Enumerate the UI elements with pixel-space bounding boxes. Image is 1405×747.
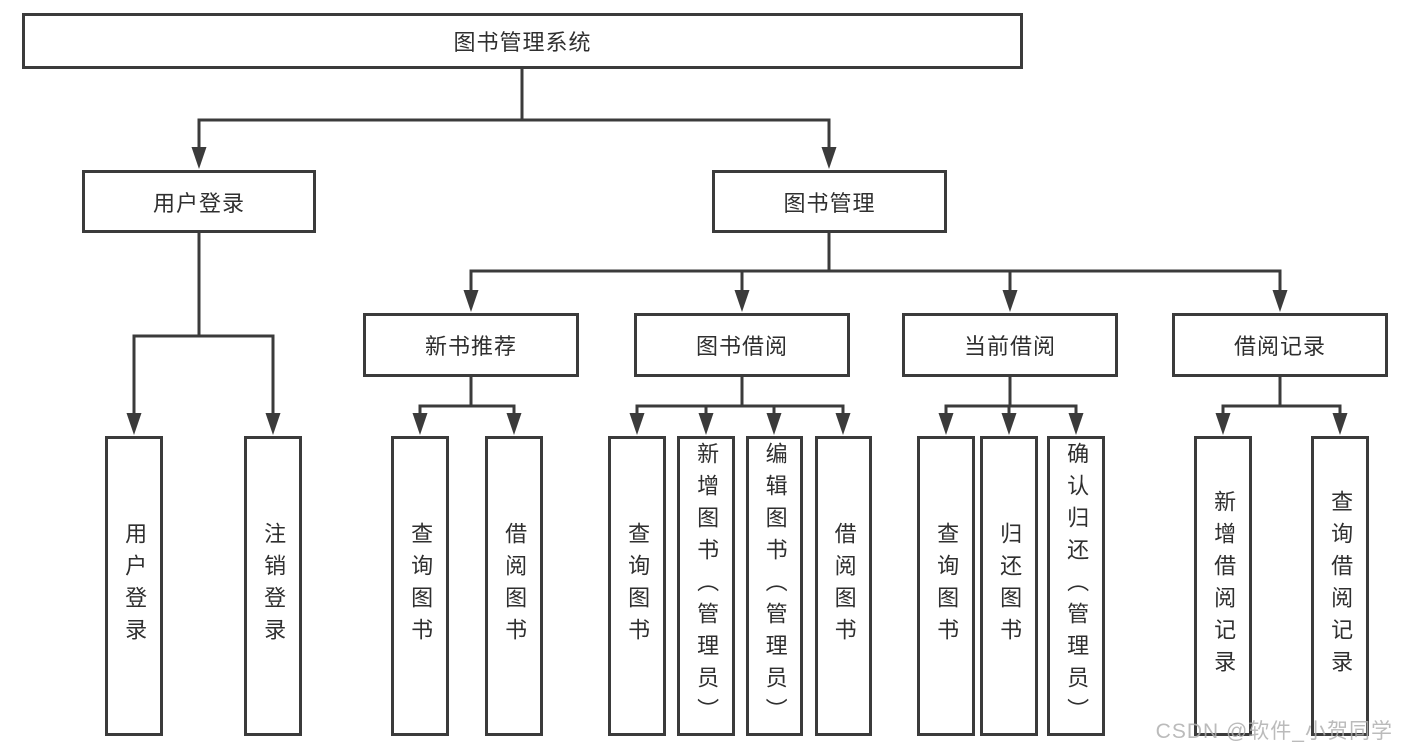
node-root-label: 图书管理系统 (453, 30, 592, 55)
node-current-borrowing: 当前借阅 (902, 313, 1118, 377)
leaf-edit-books-admin-label: 编辑图书（管理员） (762, 442, 788, 730)
node-borrowing-records: 借阅记录 (1172, 313, 1388, 377)
leaf-logout: 注销登录 (244, 436, 302, 736)
leaf-query-books-current-label: 查询图书 (934, 522, 960, 650)
leaf-query-books-current: 查询图书 (917, 436, 975, 736)
csdn-watermark: CSDN @软件_小贺同学 (1155, 720, 1393, 743)
leaf-borrow-books-borrowing: 借阅图书 (815, 436, 872, 736)
leaf-add-books-admin-label: 新增图书（管理员） (694, 442, 720, 730)
leaf-confirm-return-admin-label: 确认归还（管理员） (1064, 442, 1090, 730)
leaf-add-books-admin: 新增图书（管理员） (677, 436, 735, 736)
leaf-add-borrow-record-label: 新增借阅记录 (1211, 490, 1237, 682)
leaf-query-books-recommend-label: 查询图书 (408, 522, 434, 650)
node-book-borrowing-label: 图书借阅 (695, 334, 788, 359)
node-new-book-recommend-label: 新书推荐 (424, 334, 517, 359)
leaf-user-login-label: 用户登录 (122, 522, 148, 650)
leaf-add-borrow-record: 新增借阅记录 (1194, 436, 1252, 736)
leaf-return-books: 归还图书 (980, 436, 1038, 736)
node-root: 图书管理系统 (22, 13, 1023, 69)
leaf-logout-label: 注销登录 (261, 522, 287, 650)
leaf-confirm-return-admin: 确认归还（管理员） (1047, 436, 1105, 736)
leaf-edit-books-admin: 编辑图书（管理员） (746, 436, 803, 736)
leaf-borrow-books-borrowing-label: 借阅图书 (831, 522, 857, 650)
leaf-query-books-borrowing: 查询图书 (608, 436, 666, 736)
leaf-query-books-recommend: 查询图书 (391, 436, 449, 736)
node-new-book-recommend: 新书推荐 (363, 313, 579, 377)
leaf-query-books-borrowing-label: 查询图书 (625, 522, 651, 650)
leaf-borrow-books-recommend: 借阅图书 (485, 436, 543, 736)
node-borrowing-records-label: 借阅记录 (1233, 334, 1326, 359)
leaf-query-borrow-record: 查询借阅记录 (1311, 436, 1369, 736)
node-user-login-label: 用户登录 (152, 190, 245, 216)
leaf-return-books-label: 归还图书 (997, 522, 1023, 650)
node-user-login: 用户登录 (82, 170, 316, 233)
leaf-query-borrow-record-label: 查询借阅记录 (1328, 490, 1354, 682)
node-book-management-label: 图书管理 (783, 190, 876, 216)
leaf-user-login: 用户登录 (105, 436, 163, 736)
leaf-borrow-books-recommend-label: 借阅图书 (502, 522, 528, 650)
node-book-borrowing: 图书借阅 (634, 313, 850, 377)
node-book-management: 图书管理 (712, 170, 947, 233)
node-current-borrowing-label: 当前借阅 (963, 334, 1056, 359)
